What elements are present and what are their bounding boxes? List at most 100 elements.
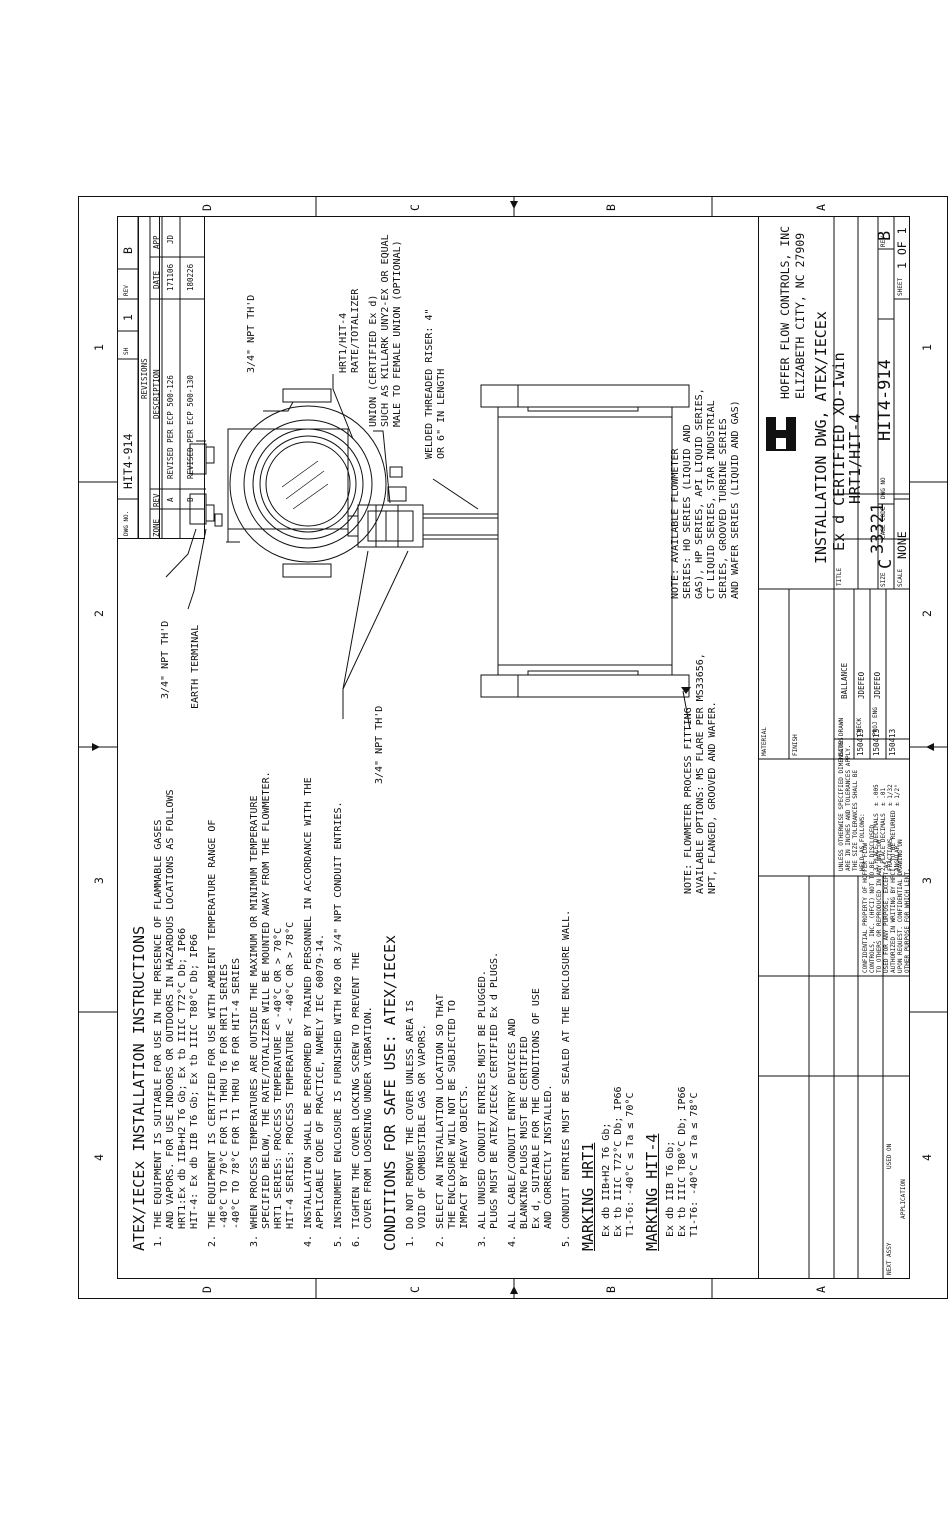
zone-col-bottom-2: 3 [920,877,934,884]
zone-row-right-4: A [814,204,828,211]
instruction-item: 4. INSTALLATION SHALL BE PERFORMED BY TR… [303,777,326,1247]
rev-row-a-rev: A [166,497,175,502]
condition-item: 3. ALL UNUSED CONDUIT ENTRIES MUST BE PL… [477,951,500,1247]
zone-row-right-3: B [604,204,618,211]
flange-right [480,384,690,408]
rev-header-app: APP [152,235,161,249]
tb-sheet-label: SHEET [897,277,904,296]
tb-scale-label: SCALE [897,568,904,587]
tb-used-on-label: USED ON [886,1143,893,1169]
tb-material-label: MATERIAL [761,727,768,756]
tb-title-line1: INSTALLATION DWG, ATEX/IECEx [812,311,830,564]
rev-rev-label: REV [123,285,130,296]
instructions-list: 1. THE EQUIPMENT IS SUITABLE FOR USE IN … [153,767,707,1251]
zone-row-right-1: D [200,204,214,211]
tb-proj-label: PROJ ENG [872,707,879,736]
instruction-item: 2. THE EQUIPMENT IS CERTIFIED FOR USE WI… [207,819,242,1247]
title-block [758,216,910,1279]
tb-date-label: DATE [838,741,845,756]
tb-drawn-label: DRAWN [838,717,845,736]
instructions-title: ATEX/IECEx INSTALLATION INSTRUCTIONS [130,925,148,1251]
instruction-item: 1. THE EQUIPMENT IS SUITABLE FOR USE IN … [153,789,200,1247]
zone-col-bottom-4: 1 [920,344,934,351]
rev-header-rev: REV [152,493,161,507]
tb-next-assy-label: NEXT ASSY [886,1242,893,1275]
drawing-frame: 4 3 2 1 4 3 2 1 D C B A D C B A ATEX/IEC… [78,196,948,1299]
tb-rev: B [875,230,895,241]
condition-item: 1. DO NOT REMOVE THE COVER UNLESS AREA I… [405,1000,428,1247]
drawing-linework [78,196,948,1299]
rev-header-description: DESCRIPTION [152,369,161,419]
callout-rate-totalizer: HRT1/HIT-4 RATE/TOTALIZER [338,288,361,373]
rev-row-a-app: JD [166,234,175,244]
bottom-hub [282,388,332,403]
leader-lines [165,374,691,730]
tb-title-line3: HRT1/HIT-4 [846,413,864,504]
revisions-title: REVISIONS [140,358,149,399]
zone-col-bottom-3: 2 [920,610,934,617]
rev-sh: 1 [121,314,135,321]
note-available-flowmeter: NOTE: AVAILABLE FLOWMETER SERIES: HO SER… [670,388,741,599]
callout-npt-top-left: 3/4" NPT TH'D [160,620,171,699]
tb-size-label: SIZE [880,572,887,587]
zone-row-left-4: A [814,1286,828,1293]
condition-item: 5. CONDUIT ENTRIES MUST BE SEALED AT THE… [561,909,572,1247]
rev-row-b-desc: REVISED PER ECP 500-130 [186,375,195,479]
tb-check: JDEFEO [857,671,866,699]
company-logo-h [766,417,796,451]
marking-hrt1-lines: Ex db IIB+H2 T6 Gb; Ex tb IIIC T72°C Db;… [601,1086,636,1237]
tb-proj-date: 150413 [888,728,897,756]
flange-left [480,674,690,698]
zone-row-left-1: D [200,1286,214,1293]
zone-col-top-2: 3 [92,877,106,884]
zone-row-left-3: B [604,1286,618,1293]
zone-row-left-2: C [408,1286,422,1293]
zone-col-top-4: 1 [92,344,106,351]
tb-company-line2: ELIZABETH CITY, NC 27909 [793,232,807,399]
flowmeter-body [497,406,673,676]
rev-dwg-no-label: DWG NO. [123,510,130,536]
tb-application-label: APPLICATION [900,1179,907,1219]
tb-dwg-no-label: DWG NO [880,477,887,499]
tb-tolerances: UNLESS OTHERWISE SPECIFIED DIMENSIONS AR… [838,737,901,871]
zone-col-bottom-1: 4 [920,1154,934,1161]
enclosure-housing [229,405,387,563]
callout-earth-terminal: EARTH TERMINAL [190,624,201,709]
conditions-title: CONDITIONS FOR SAFE USE: ATEX/IECEx [381,934,399,1251]
tb-size: C [876,558,896,569]
zone-col-top-1: 4 [92,1154,106,1161]
tb-cage: 33321 [868,502,888,554]
condition-item: 2. SELECT AN INSTALLATION LOCATION SO TH… [435,994,470,1247]
rev-row-b-date: 180226 [186,263,195,291]
note-process-fitting: NOTE: FLOWMETER PROCESS FITTING AVAILABL… [683,653,718,894]
callout-riser: WELDED THREADED RISER: 4" OR 6" IN LENGT… [424,308,447,459]
rev-row-a-desc: REVISED PER ECP 500-126 [166,375,175,479]
tb-company-line1: HOFFER FLOW CONTROLS, INC [778,225,792,399]
callout-npt-bottom: 3/4" NPT TH'D [374,705,385,784]
tb-title-label: TITLE [836,567,843,586]
marking-hrt1-title: MARKING HRT1 [579,1142,597,1251]
marking-hit4-title: MARKING HIT-4 [643,1133,661,1251]
tb-scale: NONE [895,531,909,559]
instruction-item: 3. WHEN PROCESS TEMPERATURES ARE OUTSIDE… [249,771,296,1247]
rev-header-date: DATE [152,270,161,289]
rev-rev: B [121,247,135,254]
zone-col-top-3: 2 [92,610,106,617]
rev-row-b-rev: B [186,497,195,502]
zone-row-right-2: C [408,204,422,211]
condition-item: 4. ALL CABLE/CONDUIT ENTRY DEVICES AND B… [507,988,554,1247]
tb-proj: JDEFEO [873,671,882,699]
instruction-item: 6. TIGHTEN THE COVER LOCKING SCREW TO PR… [351,951,374,1247]
tb-drawn: BALLANCE [840,662,849,699]
callout-npt-top-right: 3/4" NPT TH'D [246,294,257,373]
rev-dwg-no: HIT4-914 [121,433,135,489]
rev-header-zone: ZONE [152,518,161,537]
tb-finish-label: FINISH [792,734,799,756]
flowmeter-assembly [189,384,690,698]
rev-sh-label: SH [123,347,130,355]
tb-sheet: 1 OF 1 [895,227,909,269]
callout-union: UNION (CERTIFIED Ex d) SUCH AS KILLARK U… [368,234,403,427]
enclosure-neck [227,428,349,530]
tb-dwg-no: HIT4-914 [875,359,895,441]
top-hub [282,563,332,578]
